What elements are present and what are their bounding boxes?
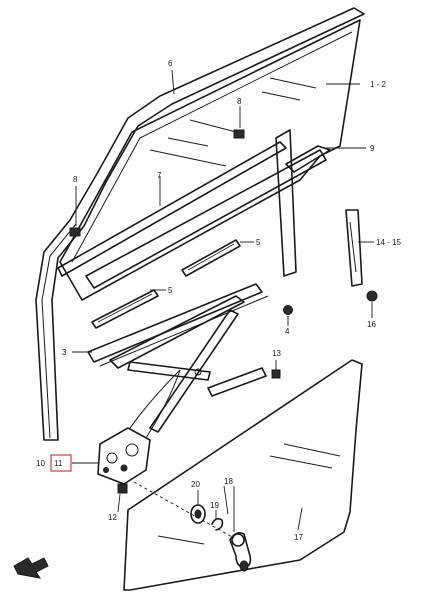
callout-8-upper: 8	[237, 97, 242, 106]
bolt-16	[366, 290, 378, 302]
retainer-clip-19	[211, 517, 224, 531]
rear-run-channel	[275, 129, 331, 277]
leader-lines	[72, 69, 374, 532]
callout-16: 16	[367, 320, 376, 329]
rear-guide-rail	[345, 209, 363, 287]
belt-weatherstrip	[57, 141, 287, 277]
glass-bottom-channel	[87, 283, 269, 367]
washer-20	[190, 504, 206, 524]
callout-7: 7	[157, 171, 162, 180]
glass-clip-upper	[233, 129, 245, 139]
assembly-axis-line	[133, 481, 235, 539]
callout-18: 18	[224, 477, 233, 486]
callout-13: 13	[272, 349, 281, 358]
window-crank-handle	[229, 532, 252, 572]
callout-12: 12	[108, 513, 117, 522]
callout-14-15: 14 - 15	[376, 238, 401, 247]
callout-1-2: 1 - 2	[370, 80, 387, 89]
spacer-strip-upper	[181, 239, 241, 277]
callout-5-upper: 5	[256, 238, 261, 247]
glass-clip-lower	[69, 227, 81, 237]
callout-11-highlight	[50, 454, 72, 472]
callout-9: 9	[370, 144, 375, 153]
callout-17: 17	[294, 533, 303, 542]
regulator-gear-assembly	[97, 427, 151, 485]
callout-10: 10	[36, 459, 45, 468]
callout-3: 3	[62, 348, 67, 357]
callout-6: 6	[168, 59, 173, 68]
callout-11: 11	[54, 459, 63, 468]
door-trim-panel	[123, 359, 363, 591]
forward-arrow-icon	[13, 557, 49, 579]
callout-20: 20	[191, 480, 200, 489]
bolt-4	[283, 305, 293, 315]
callout-4: 4	[285, 327, 290, 336]
glass-lower-channel	[85, 149, 327, 289]
bolt-12	[117, 483, 128, 494]
door-glass	[59, 19, 361, 301]
window-run-channel	[35, 7, 365, 441]
spacer-strip-lower	[91, 289, 159, 329]
bolt-13	[271, 369, 281, 379]
callout-8-lower: 8	[73, 175, 78, 184]
callout-labels: 6 1 - 2 8 9 8 7 5 14 - 15 5 16 4 3 13 10…	[36, 59, 401, 542]
callout-19: 19	[210, 501, 219, 510]
callout-5-lower: 5	[168, 286, 173, 295]
window-regulator-arm	[109, 295, 267, 439]
